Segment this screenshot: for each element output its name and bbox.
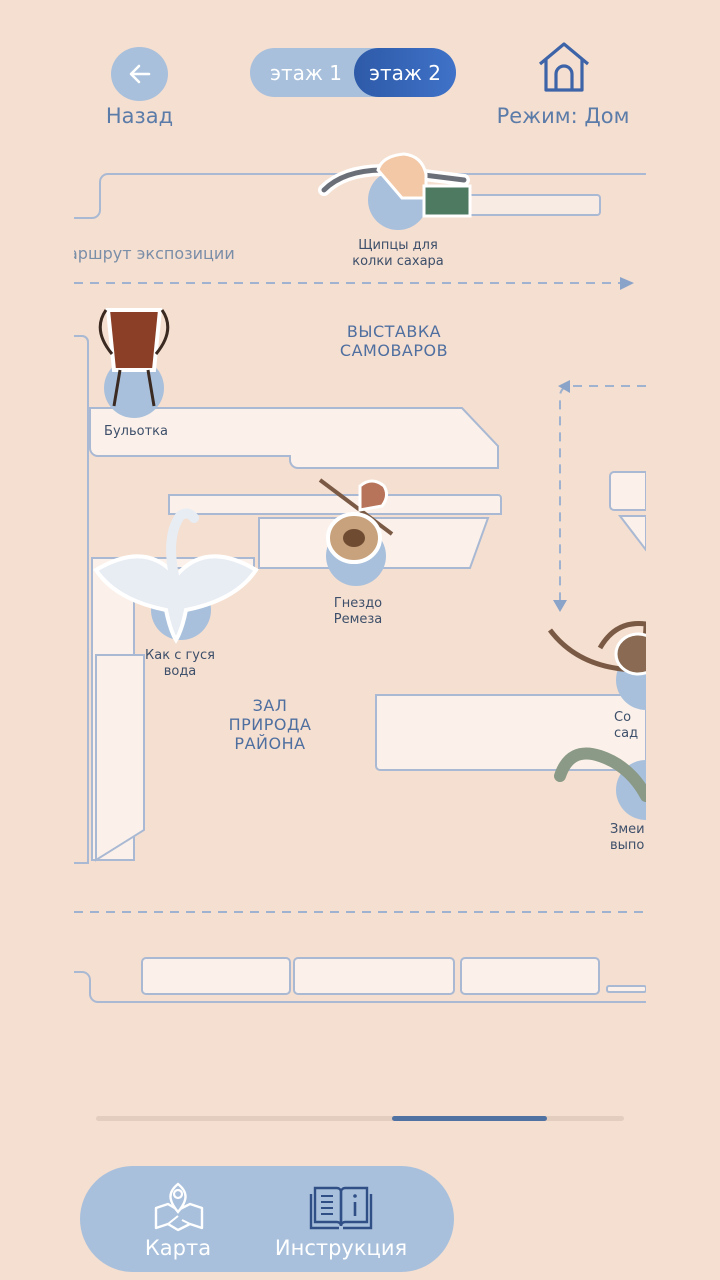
partial-exhibit-2[interactable] (554, 747, 646, 821)
nest-label: Гнездо Ремеза (333, 596, 383, 627)
floor-1-tab[interactable]: этаж 1 (270, 60, 342, 85)
hall-samovar-label: ВЫСТАВКА САМОВАРОВ (339, 322, 449, 361)
nest-exhibit[interactable] (318, 478, 394, 586)
tongs-exhibit[interactable] (318, 152, 472, 230)
map-tab[interactable]: Карта (130, 1166, 226, 1272)
goose-exhibit[interactable] (93, 508, 259, 644)
home-icon[interactable] (536, 40, 592, 94)
goose-label: Как с гуся вода (145, 648, 215, 679)
route-label: аршрут экспозиции (74, 244, 235, 263)
map-pin-icon (154, 1182, 204, 1232)
floor-2-tab[interactable]: этаж 2 (354, 48, 456, 97)
back-label: Назад (105, 104, 174, 128)
arrow-left-icon (129, 64, 150, 84)
floor-plan (74, 152, 646, 1003)
bulotka-label: Бульотка (104, 424, 168, 439)
instructions-tab[interactable]: Инструкция (266, 1166, 416, 1272)
tongs-label: Щипцы для колки сахара (352, 238, 444, 269)
hall-nature-label: ЗАЛ ПРИРОДА РАЙОНА (228, 696, 312, 754)
bottom-nav: Карта Инструкция (80, 1166, 454, 1272)
scrollbar-thumb[interactable] (392, 1116, 547, 1121)
horizontal-scrollbar[interactable] (96, 1116, 624, 1121)
floor-switch: этаж 1 этаж 2 (250, 48, 456, 97)
book-icon (309, 1186, 373, 1230)
map-tab-label: Карта (144, 1236, 212, 1260)
instructions-tab-label: Инструкция (274, 1236, 408, 1260)
partial-exhibit-1[interactable] (548, 621, 646, 711)
bulotka-exhibit[interactable] (98, 308, 170, 418)
partial-exhibit-2-label: Змеи выпо (610, 822, 645, 853)
mode-label: Режим: Дом (496, 104, 630, 128)
back-button[interactable] (111, 47, 168, 101)
museum-map[interactable]: аршрут экспозиции ВЫСТАВКА САМОВАРОВ ЗАЛ… (74, 150, 646, 1010)
partial-exhibit-1-label: Со сад (614, 710, 639, 741)
